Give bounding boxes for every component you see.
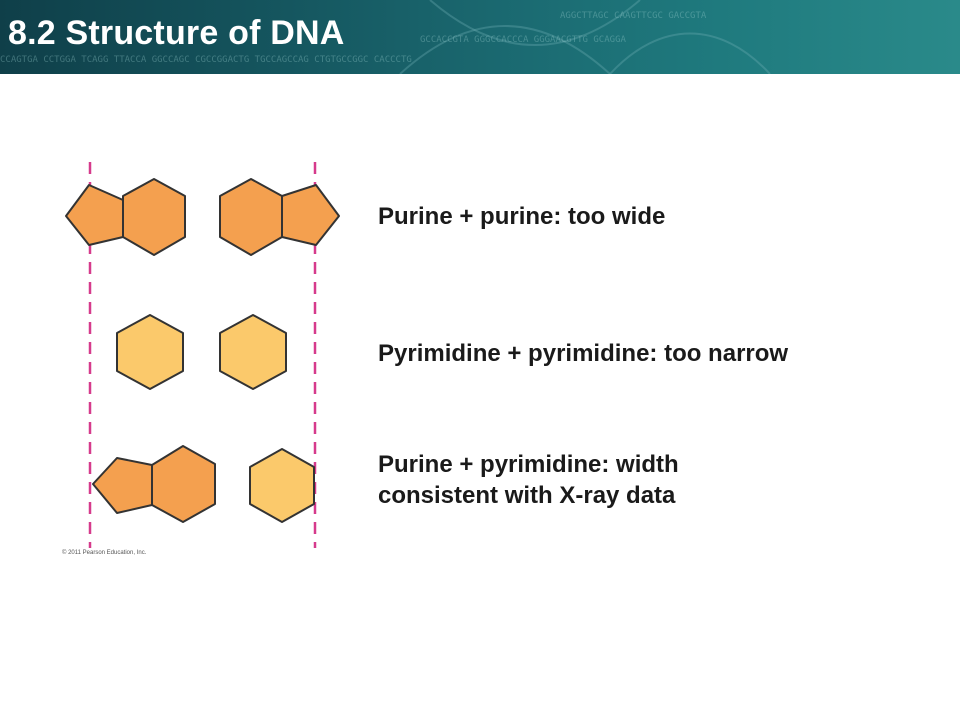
purine-left-row1	[65, 178, 186, 256]
svg-text:GCCACCGTA GGGCCACCCA GGGAACGTT: GCCACCGTA GGGCCACCCA GGGAACGTTG GCAGGA	[420, 35, 626, 45]
pyrimidine-left-row2	[116, 314, 184, 390]
caption-purine-purine: Purine + purine: too wide	[378, 201, 665, 232]
title-banner: AGGCTTAGC CAAGTTCGC GACCGTA GCCACCGTA GG…	[0, 0, 960, 74]
caption-line: consistent with X-ray data	[378, 482, 676, 509]
purine-pentagon-ring	[281, 184, 340, 246]
svg-text:AGGCTTAGC CAAGTTCGC GACCGTA: AGGCTTAGC CAAGTTCGC GACCGTA	[560, 11, 707, 21]
pyrimidine-hexagon-ring	[219, 314, 287, 390]
caption-pyrimidine-pyrimidine: Pyrimidine + pyrimidine: too narrow	[378, 338, 788, 369]
pyrimidine-hexagon-ring	[116, 314, 184, 390]
slide-title: 8.2 Structure of DNA	[8, 14, 345, 52]
caption-purine-pyrimidine: Purine + pyrimidine: width consistent wi…	[378, 449, 679, 511]
pyrimidine-right-row2	[219, 314, 287, 390]
purine-pentagon-ring	[92, 457, 153, 514]
purine-pentagon-ring	[65, 184, 124, 246]
purine-right-row1	[219, 178, 340, 256]
caption-line: Purine + purine: too wide	[378, 203, 666, 230]
purine-hexagon-ring	[151, 445, 216, 523]
purine-left-row3	[92, 445, 216, 523]
svg-text:CCAGTGA CCTGGA TCAGG TTACCA GG: CCAGTGA CCTGGA TCAGG TTACCA GGCCAGC CGCC…	[0, 55, 412, 65]
pyrimidine-hexagon-ring	[249, 448, 315, 523]
dna-sequence-background: AGGCTTAGC CAAGTTCGC GACCGTA GCCACCGTA GG…	[0, 0, 771, 74]
purine-hexagon-ring	[219, 178, 283, 256]
pyrimidine-right-row3	[249, 448, 315, 523]
purine-hexagon-ring	[122, 178, 186, 256]
caption-line: Purine + pyrimidine: width	[378, 451, 679, 478]
copyright-notice: © 2011 Pearson Education, Inc.	[62, 550, 147, 556]
caption-line: Pyrimidine + pyrimidine: too narrow	[378, 340, 789, 367]
